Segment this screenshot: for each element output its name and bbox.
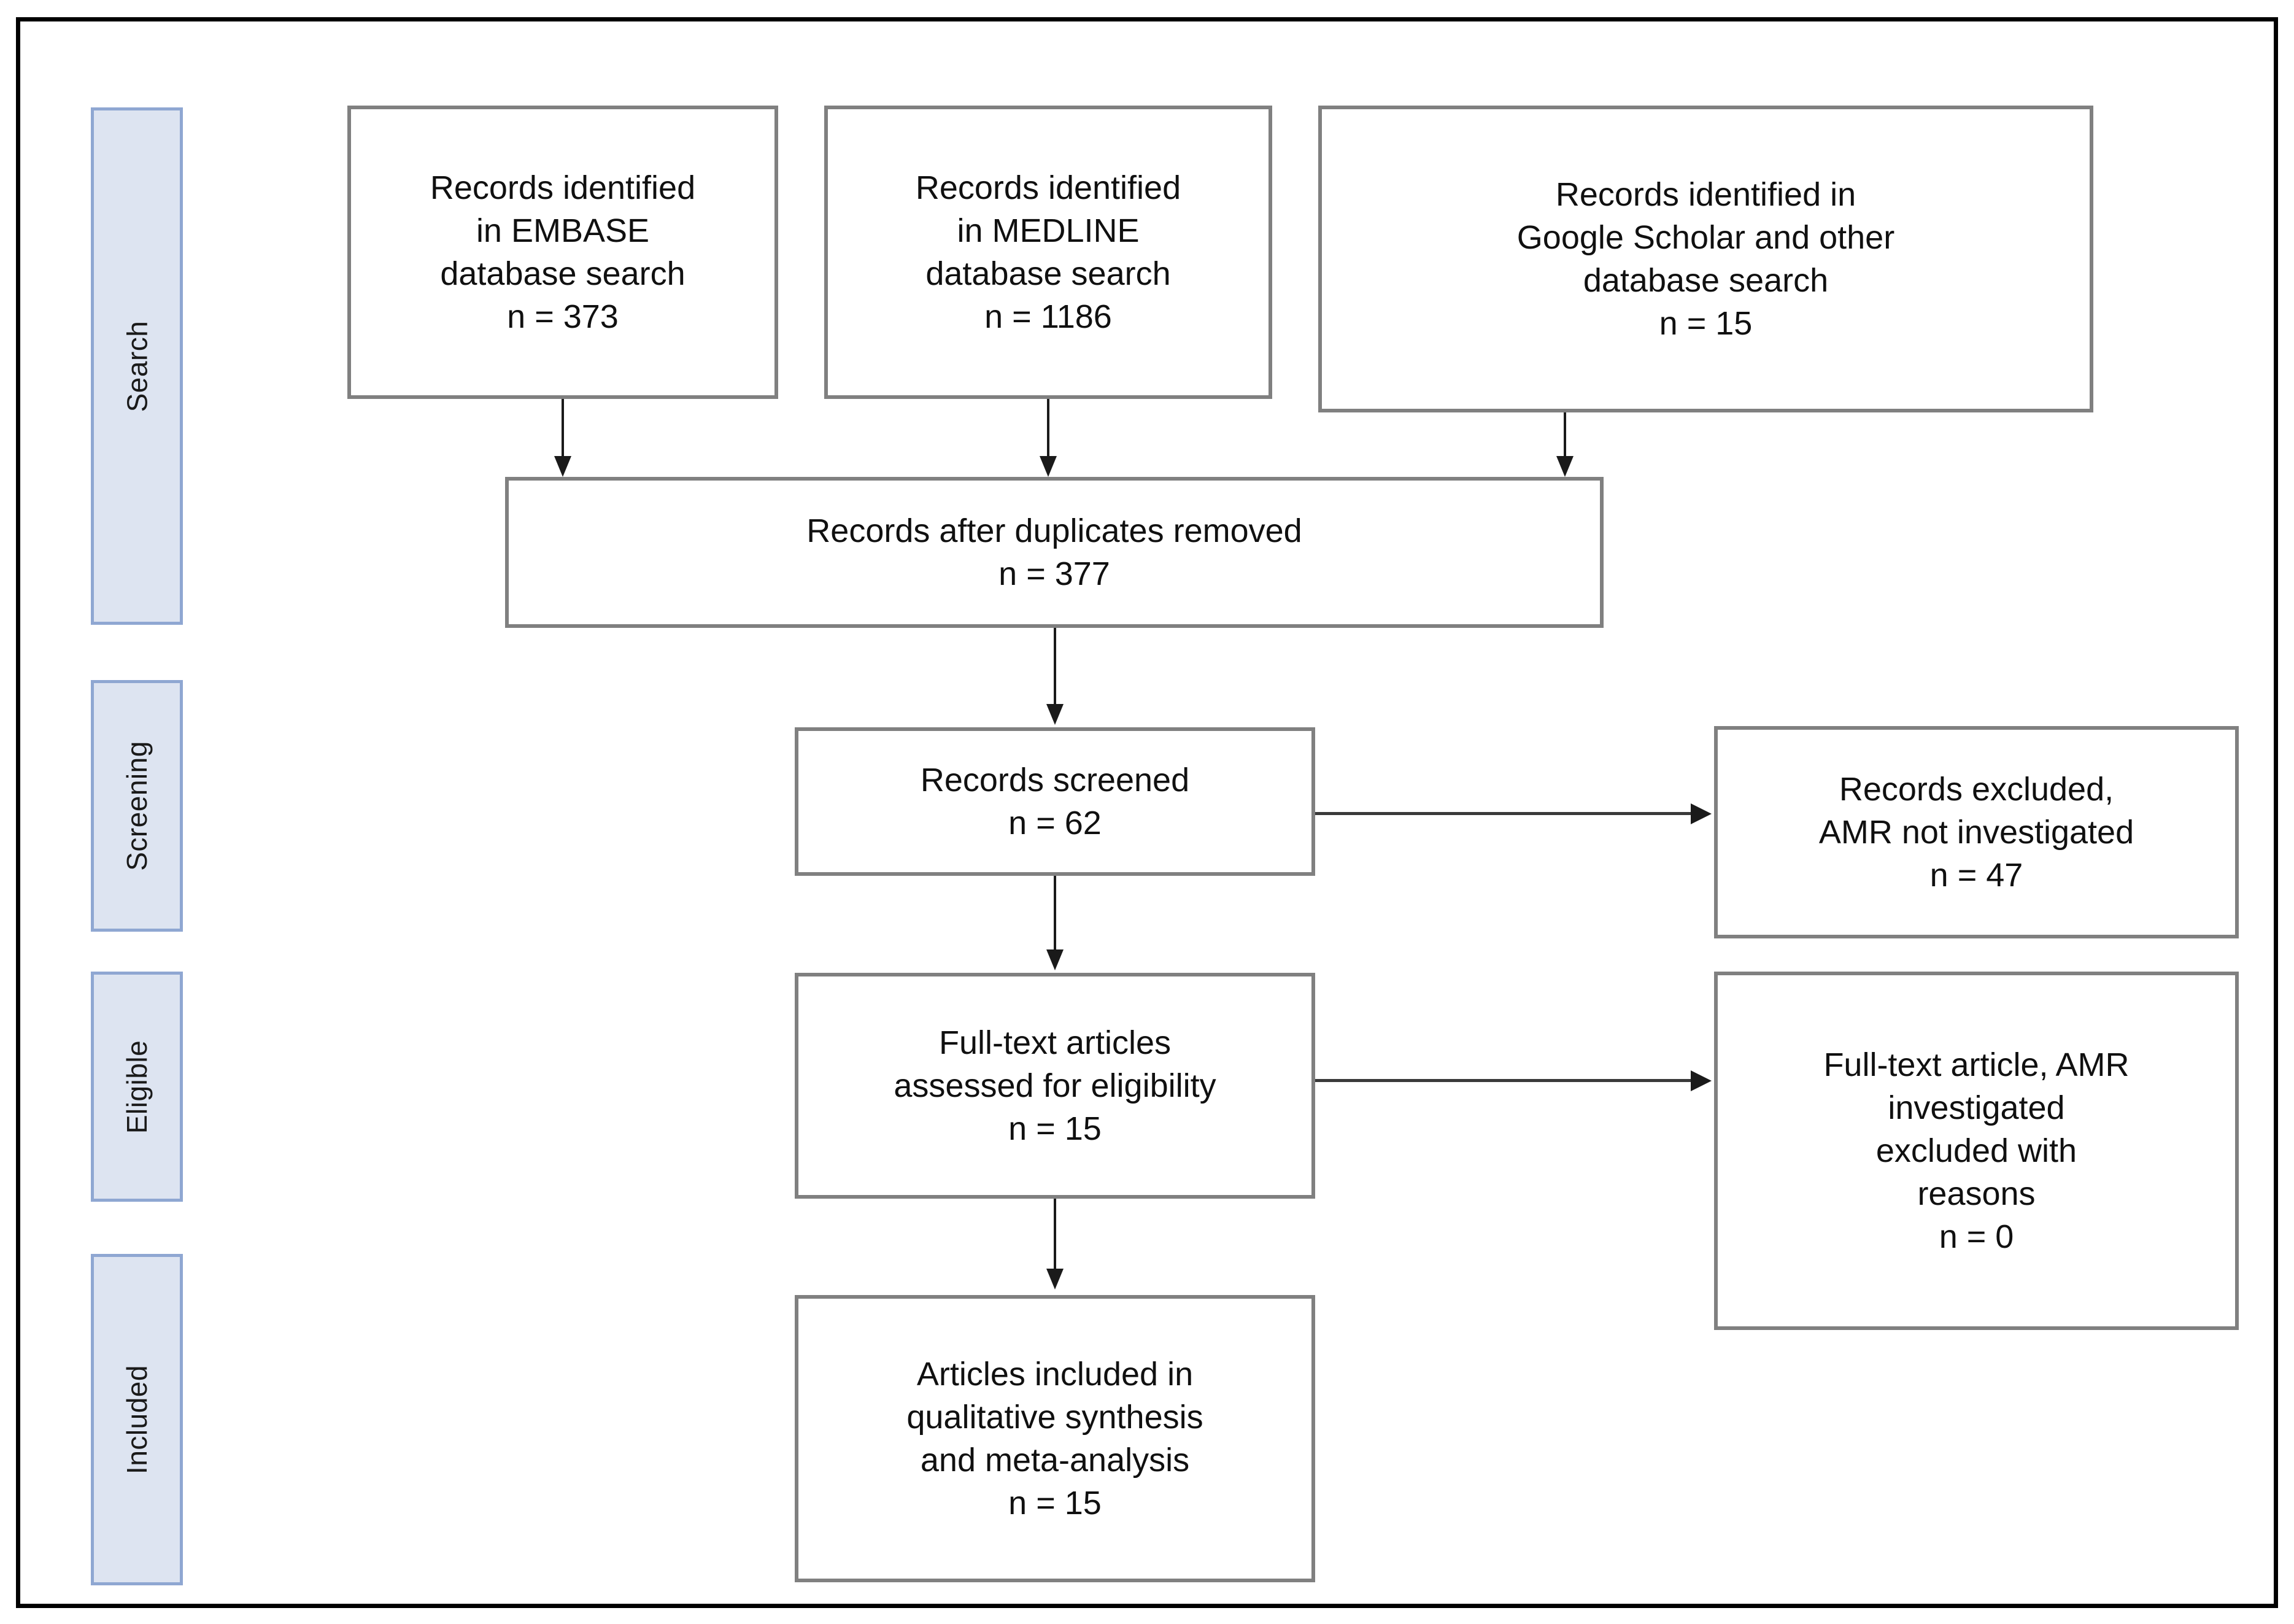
flow-box-fulltext-assessed-for-eligibility: Full-text articles assessed for eligibil… (795, 973, 1315, 1199)
flow-box-line: database search (440, 255, 685, 292)
flow-box-line: Articles included in (916, 1355, 1194, 1393)
arrow-duplicates-to-screened-line (1054, 628, 1056, 708)
arrow-embase-to-duplicates-line (562, 399, 564, 460)
stage-label-search-text: Search (121, 320, 153, 412)
arrow-screened-to-fulltext-line (1054, 876, 1056, 953)
flow-box-line: AMR not investigated (1818, 813, 2134, 851)
stage-label-search: Search (91, 107, 183, 625)
flow-box-count: n = 47 (1929, 857, 2023, 894)
flow-box-count: n = 15 (1659, 305, 1753, 342)
stage-label-eligible-text: Eligible (121, 1040, 153, 1134)
flow-box-count: n = 15 (1008, 1485, 1102, 1522)
flow-box-google-scholar-records: Records identified in Google Scholar and… (1318, 106, 2093, 412)
flow-box-count: n = 377 (998, 555, 1110, 592)
stage-label-screening-text: Screening (121, 741, 153, 871)
flow-box-line: Records screened (920, 761, 1190, 798)
flow-box-line: Full-text article, AMR (1823, 1046, 2130, 1083)
flow-box-line: database search (1583, 262, 1829, 299)
flow-box-line: in EMBASE (476, 212, 650, 249)
flow-box-line: investigated (1888, 1089, 2065, 1126)
arrow-screened-to-excluded-line (1315, 812, 1693, 815)
flow-box-embase-records: Records identified in EMBASE database se… (347, 106, 778, 399)
arrow-google-to-duplicates-line (1564, 412, 1566, 460)
flow-box-count: n = 1186 (984, 298, 1112, 336)
flow-box-line: Records identified (915, 169, 1181, 206)
flow-box-count: n = 62 (1008, 805, 1102, 841)
flow-box-articles-included: Articles included in qualitative synthes… (795, 1295, 1315, 1582)
flow-box-records-after-duplicates-removed: Records after duplicates removed n = 377 (505, 477, 1604, 628)
arrow-screened-to-excluded-head (1691, 803, 1712, 824)
flow-box-records-screened: Records screened n = 62 (795, 727, 1315, 876)
flow-box-records-excluded: Records excluded, AMR not investigated n… (1714, 726, 2239, 938)
arrow-duplicates-to-screened-head (1046, 704, 1064, 725)
flow-box-line: Records excluded, (1839, 770, 2114, 808)
arrow-google-to-duplicates-head (1556, 456, 1574, 477)
arrow-fulltext-to-fulltext-excluded-head (1691, 1070, 1712, 1091)
flow-box-count: n = 15 (1008, 1110, 1102, 1148)
stage-label-eligible: Eligible (91, 972, 183, 1202)
flow-box-line: Records identified (430, 169, 696, 206)
flow-box-line: assessed for eligibility (894, 1067, 1216, 1104)
arrow-fulltext-to-included-line (1054, 1199, 1056, 1272)
arrow-embase-to-duplicates-head (554, 456, 571, 477)
arrow-medline-to-duplicates-line (1047, 399, 1049, 460)
stage-label-included-text: Included (121, 1365, 153, 1474)
flow-box-line: Records after duplicates removed (806, 512, 1302, 549)
flow-box-line: Full-text articles (938, 1024, 1172, 1061)
flow-box-count: n = 373 (507, 298, 619, 336)
flow-box-line: excluded with (1875, 1132, 2077, 1169)
flow-box-line: reasons (1917, 1175, 2036, 1213)
flow-box-line: in MEDLINE (957, 212, 1140, 249)
flow-box-line: and meta-analysis (920, 1442, 1190, 1479)
arrow-fulltext-to-fulltext-excluded-line (1315, 1079, 1693, 1082)
arrow-screened-to-fulltext-head (1046, 949, 1064, 970)
arrow-fulltext-to-included-head (1046, 1269, 1064, 1290)
flow-box-line: Records identified in (1555, 176, 1856, 213)
flow-box-line: Google Scholar and other (1516, 218, 1895, 256)
flow-box-line: database search (925, 255, 1171, 292)
diagram-outer-frame: Search Screening Eligible Included Recor… (16, 17, 2278, 1608)
arrow-medline-to-duplicates-head (1040, 456, 1057, 477)
flow-box-line: qualitative synthesis (906, 1398, 1203, 1436)
stage-label-included: Included (91, 1254, 183, 1585)
stage-label-screening: Screening (91, 680, 183, 932)
flow-box-medline-records: Records identified in MEDLINE database s… (824, 106, 1272, 399)
flow-box-fulltext-excluded-with-reasons: Full-text article, AMR investigated excl… (1714, 972, 2239, 1330)
flow-box-count: n = 0 (1939, 1218, 2014, 1256)
